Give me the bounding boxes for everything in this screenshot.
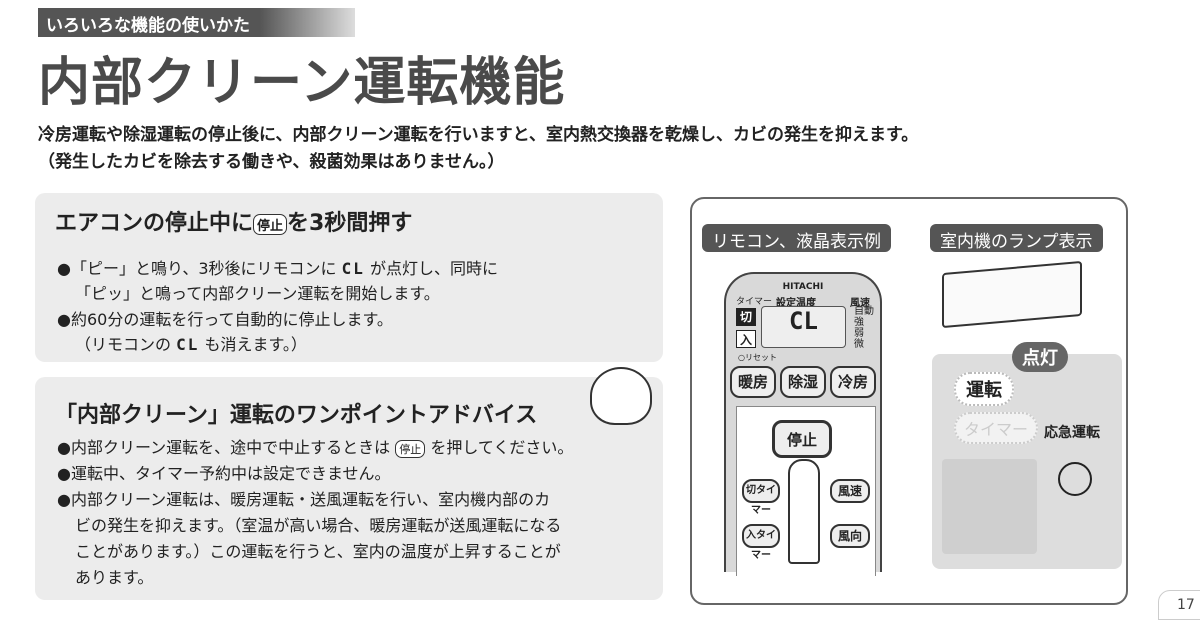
intro-line: （発生したカビを除去する働きや、殺菌効果はありません。）: [38, 152, 505, 172]
lamp-label: 室内機のランプ表示: [930, 224, 1103, 252]
advice-line: あります。: [75, 568, 154, 587]
indoor-unit-illustration: [942, 260, 1082, 329]
page-title: 内部クリーン運転機能: [38, 53, 566, 113]
instruction-line: ●「ピー」と鳴り、3秒後にリモコンに CL が点灯し、同時に: [57, 259, 498, 278]
cl-display-icon: CL: [341, 259, 365, 278]
advice-line: ●内部クリーン運転を、途中で中止するときは 停止 を押してください。: [57, 438, 574, 458]
emergency-label: 応急運転: [1044, 425, 1100, 441]
remote-label: リモコン、液晶表示例: [702, 224, 891, 252]
run-lamp: 運転: [954, 372, 1014, 406]
cl-display-icon: CL: [176, 335, 200, 354]
illustration-panel: リモコン、液晶表示例 室内機のランプ表示 HITACHI タイマー 設定温度 風…: [690, 197, 1128, 605]
fan-label: 風速: [850, 298, 870, 309]
advice-line: ●内部クリーン運転は、暖房運転・送風運転を行い、室内機内部のカ: [57, 490, 551, 509]
instruction-heading: エアコンの停止中に停止を3秒間押す: [55, 211, 413, 236]
advice-box: 「内部クリーン」運転のワンポイントアドバイス ●内部クリーン運転を、途中で中止す…: [35, 367, 663, 600]
fan-modes: 自動 強 弱 微: [854, 306, 874, 350]
lcd-display: CL: [761, 306, 846, 348]
instruction-box: エアコンの停止中に停止を3秒間押す ●「ピー」と鳴り、3秒後にリモコンに CL …: [35, 193, 663, 362]
timer-label: タイマー: [736, 297, 773, 307]
advice-heading: 「内部クリーン」運転のワンポイントアドバイス: [55, 403, 538, 428]
off-timer-button: 切タイマー: [742, 479, 780, 516]
timer-on-indicator: 入: [736, 330, 756, 348]
reset-label: ○リセット: [738, 353, 777, 362]
receiver-area: [942, 459, 1037, 554]
on-timer-button: 入タイマー: [742, 524, 780, 561]
timer-lamp: タイマー: [954, 412, 1039, 444]
instruction-line: 「ピッ」と鳴って内部クリーン運転を開始します。: [75, 284, 440, 303]
pressing-finger-icon: [788, 459, 820, 564]
stop-key-icon: 停止: [253, 213, 288, 235]
set-temp-label: 設定温度: [776, 298, 816, 309]
intro-line: 冷房運転や除湿運転の停止後に、内部クリーン運転を行いますと、室内熱交換器を乾燥し…: [38, 125, 919, 145]
lit-callout: 点灯: [1012, 342, 1068, 372]
brand-label: HITACHI: [782, 282, 824, 292]
advice-line: ことがあります。）この運転を行うと、室内の温度が上昇することが: [75, 542, 561, 561]
section-tag: いろいろな機能の使いかた: [38, 8, 355, 37]
page-number: 17: [1158, 590, 1200, 620]
cool-button: 冷房: [830, 366, 876, 398]
timer-off-indicator: 切: [736, 308, 756, 326]
fan-speed-button: 風速: [830, 479, 870, 503]
heat-button: 暖房: [730, 366, 776, 398]
remote-control-illustration: HITACHI タイマー 設定温度 風速 自動 強 弱 微 切 入 CL ○リセ…: [724, 272, 882, 576]
advice-line: ビの発生を抑えます。（室温が高い場合、暖房運転が送風運転になる: [75, 516, 562, 535]
lamp-panel: 点灯 運転 タイマー 応急運転: [932, 342, 1122, 569]
dehumidify-button: 除湿: [780, 366, 826, 398]
stop-key-icon: 停止: [395, 439, 426, 458]
fan-direction-button: 風向: [830, 524, 870, 548]
instruction-line: ●約60分の運転を行って自動的に停止します。: [57, 310, 393, 329]
emergency-button: [1058, 462, 1092, 496]
advice-line: ●運転中、タイマー予約中は設定できません。: [57, 464, 391, 483]
bear-mascot-icon: [590, 367, 652, 425]
instruction-line: （リモコンの CL も消えます。）: [75, 335, 307, 354]
stop-button: 停止: [772, 420, 832, 458]
